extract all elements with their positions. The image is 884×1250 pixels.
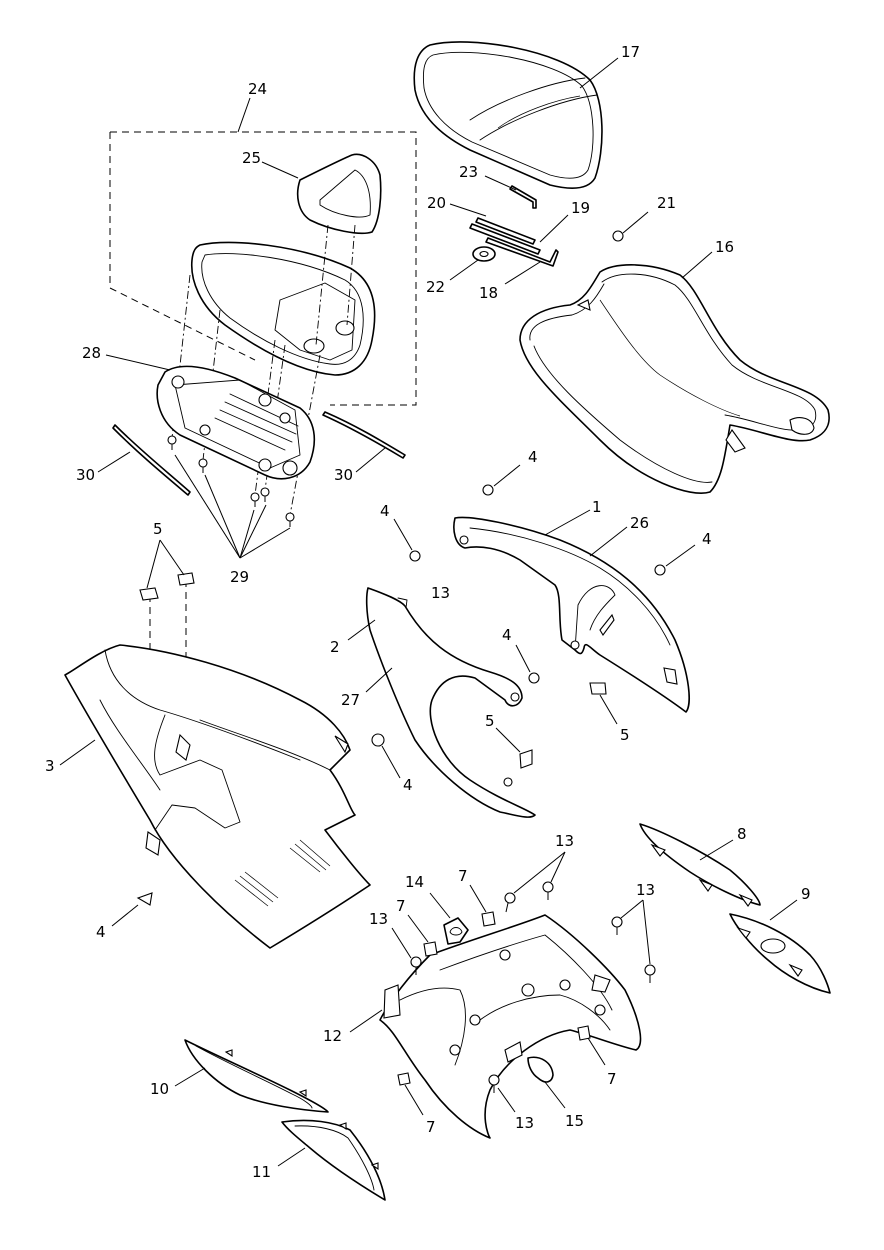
callout-15: 15 <box>565 1112 584 1130</box>
callout-16: 16 <box>715 238 734 256</box>
callout-26: 26 <box>630 514 649 532</box>
hex-key-20-part[interactable] <box>449 203 541 255</box>
lens-strip-9-part[interactable] <box>729 899 831 994</box>
bolt-13-c <box>611 916 623 935</box>
callout-25: 25 <box>242 149 261 167</box>
bolt-13-d <box>644 964 656 983</box>
hex-key-23-part[interactable] <box>484 175 537 209</box>
fastener-4-d <box>515 644 540 684</box>
patch-15-part[interactable] <box>527 1056 566 1109</box>
clip-7-c <box>577 1025 606 1066</box>
screws-29-part[interactable] <box>167 435 295 559</box>
callout-30-left: 30 <box>76 466 95 484</box>
callout-29: 29 <box>230 568 249 586</box>
callout-3: 3 <box>45 757 55 775</box>
bracket-14-part[interactable] <box>429 892 469 945</box>
callout-19: 19 <box>571 199 590 217</box>
bolt-21-part[interactable] <box>612 211 649 242</box>
callout-27: 27 <box>341 691 360 709</box>
callout-13-b: 13 <box>555 832 574 850</box>
callout-24: 24 <box>248 80 267 98</box>
callout-13-d: 13 <box>636 881 655 899</box>
callout-14: 14 <box>405 873 424 891</box>
callout-4-b: 4 <box>380 502 390 520</box>
fastener-4-a <box>482 464 521 496</box>
bolt-13-group[interactable] <box>391 851 656 1113</box>
fastener-4-f <box>111 892 153 927</box>
callout-4-a: 4 <box>528 448 538 466</box>
callout-7-d: 7 <box>426 1118 436 1136</box>
callout-11: 11 <box>252 1163 271 1181</box>
callout-8: 8 <box>737 825 747 843</box>
fastener-4-c <box>654 544 696 576</box>
fastener-4-b <box>393 518 421 562</box>
clip-5-c <box>495 727 533 769</box>
callout-1: 1 <box>592 498 602 516</box>
callout-5-b: 5 <box>485 712 495 730</box>
side-panel-part[interactable] <box>347 587 536 818</box>
trim-strip-right-part[interactable] <box>322 411 406 473</box>
callout-22: 22 <box>426 278 445 296</box>
callout-4-d: 4 <box>502 626 512 644</box>
hex-key-19-part[interactable] <box>539 214 569 243</box>
callout-labels: 17 24 25 23 20 19 21 16 22 18 28 30 30 4… <box>45 43 811 1181</box>
lens-11-part[interactable] <box>277 1119 386 1201</box>
bolt-13-b <box>542 881 554 900</box>
bolt-13-e <box>391 927 422 975</box>
clip-7-group[interactable] <box>397 884 606 1116</box>
callout-7-a: 7 <box>458 867 468 885</box>
callout-20: 20 <box>427 194 446 212</box>
callout-10: 10 <box>150 1080 169 1098</box>
undertray-part[interactable] <box>349 914 642 1139</box>
fairing-slots <box>234 839 331 907</box>
callout-13-a: 13 <box>431 584 450 602</box>
callout-2: 2 <box>330 638 340 656</box>
callout-13-e: 13 <box>515 1114 534 1132</box>
lens-strip-8-part[interactable] <box>639 823 761 907</box>
callout-4-e: 4 <box>403 776 413 794</box>
clip-5-a <box>139 587 159 601</box>
side-fairing-part[interactable] <box>59 644 371 949</box>
lens-10-part[interactable] <box>174 1039 329 1113</box>
seat-cowl-kit-outline <box>109 97 417 406</box>
fastener-4-e <box>371 733 401 779</box>
callout-30-right: 30 <box>334 466 353 484</box>
callout-17: 17 <box>621 43 640 61</box>
cowl-base-part[interactable] <box>105 354 316 480</box>
callout-21: 21 <box>657 194 676 212</box>
seat-pad-part[interactable] <box>261 153 382 235</box>
callout-4-c: 4 <box>702 530 712 548</box>
seat-cowl-shell-part[interactable] <box>190 241 376 376</box>
callout-4-f: 4 <box>96 923 106 941</box>
callout-5-c: 5 <box>620 726 630 744</box>
rider-seat-part[interactable] <box>519 251 830 494</box>
trim-strip-left-part[interactable] <box>97 424 191 496</box>
callout-18: 18 <box>479 284 498 302</box>
callout-5-a: 5 <box>153 520 163 538</box>
callout-23: 23 <box>459 163 478 181</box>
washer-22-part[interactable] <box>449 246 496 281</box>
pillion-seat-part[interactable] <box>413 41 619 189</box>
clip-7-d <box>397 1072 424 1116</box>
clip-7-a <box>469 884 496 927</box>
callout-7-c: 7 <box>607 1070 617 1088</box>
callout-12: 12 <box>323 1027 342 1045</box>
clip-5-group[interactable] <box>139 539 618 769</box>
bolt-13-f <box>488 1074 516 1113</box>
hex-key-18-part[interactable] <box>485 237 559 285</box>
rear-panel-part[interactable] <box>453 509 690 713</box>
bolt-13-a <box>504 892 516 913</box>
callout-28: 28 <box>82 344 101 362</box>
clip-7-b <box>407 914 438 957</box>
callout-9: 9 <box>801 885 811 903</box>
clip-5-b <box>177 572 195 586</box>
callout-13-c: 13 <box>369 910 388 928</box>
callout-7-b: 7 <box>396 897 406 915</box>
clip-5-d <box>589 682 618 725</box>
fastener-4-group[interactable] <box>111 464 696 927</box>
